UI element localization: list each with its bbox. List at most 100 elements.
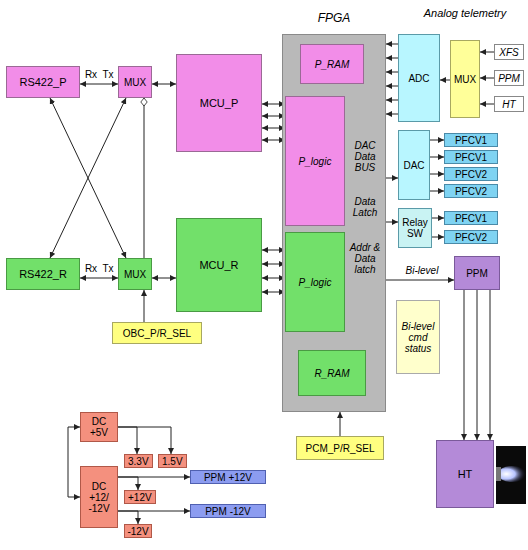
supply-box: PPM -12V — [190, 504, 266, 518]
thruster-photo — [496, 446, 526, 504]
node-label: PFCV2 — [455, 169, 487, 180]
connector — [152, 84, 176, 85]
node-label: Relay SW — [401, 217, 429, 239]
node-label: 3.3V — [128, 456, 149, 467]
node-label: MUX — [454, 74, 476, 85]
connector — [430, 191, 444, 192]
connector — [50, 98, 126, 258]
connector — [118, 427, 171, 454]
interface-box: RS422_R — [6, 258, 80, 290]
signal-label: Data Latch — [346, 196, 384, 218]
connector — [480, 78, 494, 79]
select-box: OBC_P/R_SEL — [112, 322, 202, 344]
input-box: HT — [494, 96, 524, 112]
node-label: +12V — [128, 492, 152, 503]
rail-box: -12V — [124, 524, 152, 538]
connector — [386, 58, 398, 59]
input-box: XFS — [494, 44, 524, 60]
connector — [340, 412, 341, 436]
connector — [430, 174, 444, 175]
node-label: 1.5V — [162, 456, 183, 467]
node-label: MUX — [124, 77, 146, 88]
node-label: Bi-level cmd status — [399, 321, 437, 354]
node-label: MUX — [124, 269, 146, 280]
node-label: PFCV1 — [455, 213, 487, 224]
connector — [118, 511, 138, 524]
fpga-block: FPGAP_RAMP_logicP_logicR_RAM — [282, 34, 386, 412]
input-box: PPM — [494, 70, 524, 86]
node-label: PFCV2 — [455, 232, 487, 243]
connector — [440, 80, 450, 81]
status-box: Bi-level cmd status — [396, 300, 440, 374]
node-label: HT — [502, 99, 515, 110]
connector — [386, 114, 398, 115]
connector — [464, 290, 465, 440]
power-bus — [68, 427, 69, 497]
connector — [144, 290, 145, 322]
node-label: RS422_P — [19, 77, 66, 88]
thruster-plume — [498, 466, 526, 482]
rail-box: 3.3V — [124, 454, 153, 468]
connector — [80, 278, 118, 279]
mux-box: MUX — [118, 66, 152, 98]
node-label: OBC_P/R_SEL — [123, 328, 191, 339]
connector — [480, 104, 494, 105]
select-box: PCM_P/R_SEL — [296, 436, 384, 460]
connector — [477, 290, 478, 440]
relay-box: Relay SW — [398, 208, 432, 248]
block-heading: FPGA — [283, 11, 385, 25]
node-label: -12V — [127, 526, 148, 537]
node-label: P_logic — [299, 156, 332, 167]
rail-box: +12V — [124, 490, 156, 504]
node-label: PPM — [466, 268, 488, 279]
valve-box: PFCV1 — [444, 150, 498, 164]
converter-box: DC +12/ -12V — [80, 466, 118, 528]
node-label: P_RAM — [315, 59, 349, 70]
mux-box: MUX — [118, 258, 152, 290]
connector — [50, 98, 126, 258]
node-label: ADC — [408, 73, 429, 84]
dac-box: DAC — [398, 130, 430, 200]
connector — [118, 477, 138, 490]
node-label: MCU_P — [200, 98, 239, 109]
signal-label: DAC Data BUS — [346, 140, 384, 173]
logic-box: P_logic — [285, 96, 345, 226]
valve-box: PFCV2 — [444, 230, 498, 244]
node-label: PFCV2 — [455, 186, 487, 197]
thruster-nozzle — [496, 467, 501, 481]
connector — [386, 100, 398, 101]
mcu-box: MCU_R — [176, 218, 262, 312]
ram-box: P_RAM — [300, 44, 364, 84]
node-label: DAC — [403, 160, 424, 171]
connector — [480, 52, 494, 53]
connector — [152, 278, 176, 279]
rail-box: 1.5V — [158, 454, 187, 468]
valve-box: PFCV1 — [444, 133, 498, 147]
node-label: PFCV1 — [455, 135, 487, 146]
valve-box: PFCV2 — [444, 167, 498, 181]
connector — [386, 86, 398, 87]
converter-box: DC +5V — [80, 412, 118, 442]
connector — [144, 98, 145, 258]
valve-box: PFCV2 — [444, 184, 498, 198]
node-label: PCM_P/R_SEL — [306, 443, 375, 454]
connector — [432, 218, 444, 219]
logic-box: P_logic — [285, 232, 345, 332]
node-label: PPM — [498, 73, 520, 84]
section-heading: Analog telemetry — [405, 8, 525, 19]
node-label: XFS — [499, 47, 518, 58]
connector — [80, 84, 118, 85]
ppm-box: PPM — [454, 256, 500, 290]
connector — [490, 290, 491, 440]
signal-label: Addr & Data latch — [346, 242, 384, 275]
interface-box: RS422_P — [6, 66, 80, 98]
connector — [118, 427, 137, 454]
connector — [386, 72, 398, 73]
connector — [386, 44, 398, 45]
mcu-box: MCU_P — [176, 54, 262, 152]
node-label: R_RAM — [314, 368, 349, 379]
adc-box: ADC — [398, 34, 440, 122]
ram-box: R_RAM — [298, 350, 366, 396]
node-label: RS422_R — [19, 269, 67, 280]
